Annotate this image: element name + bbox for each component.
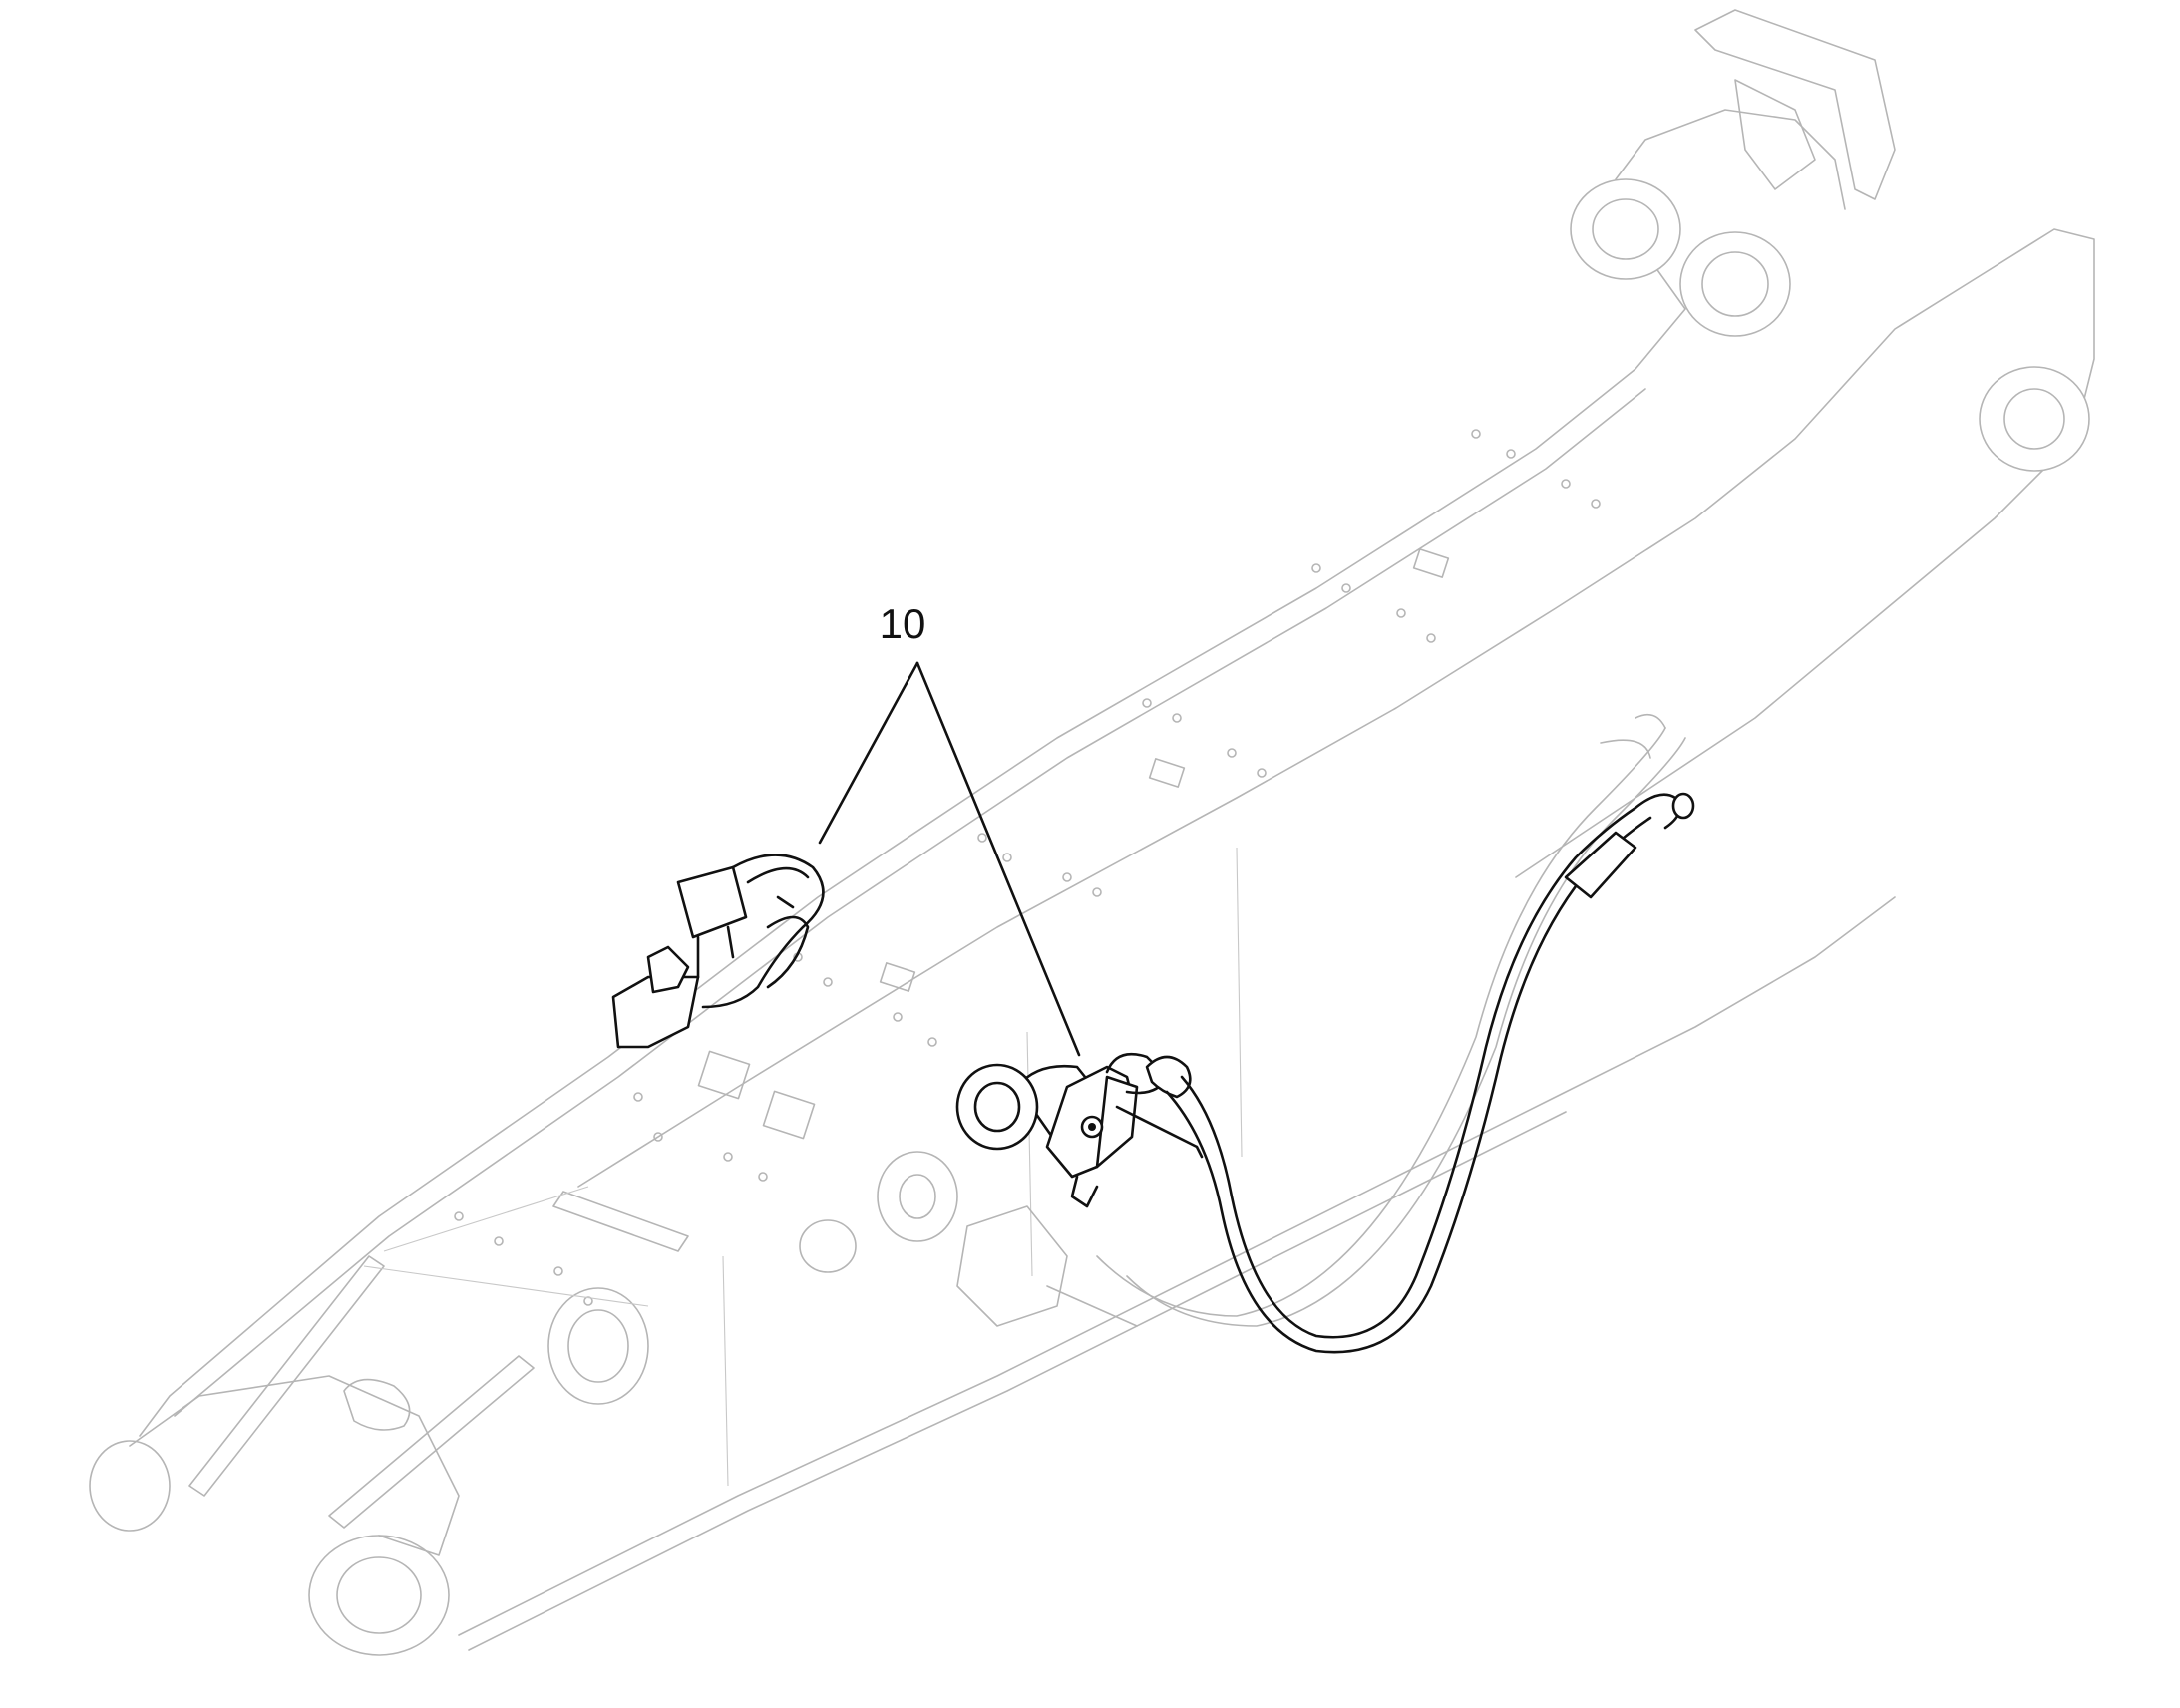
foot-pivot — [308, 1535, 450, 1656]
stiffener-lines — [363, 847, 1243, 1487]
foot-slot-left — [188, 1255, 385, 1497]
leader-line-left — [818, 661, 919, 845]
head-pivot-right — [1679, 231, 1791, 337]
highlighted-valve-left — [611, 854, 825, 1049]
ghost-valve-rod — [1046, 1285, 1138, 1327]
cover-plate-oval — [343, 1378, 411, 1431]
upper-fitting-2 — [1600, 739, 1651, 759]
callout-10: 10 — [818, 600, 1081, 1057]
head-pivot-left-bore — [1592, 198, 1659, 260]
boom-side-plate — [577, 228, 2095, 1188]
cover-plate-long — [552, 1191, 689, 1252]
ghost-hose-lower-2 — [1096, 727, 1666, 1317]
foot-pivot-left — [89, 1440, 171, 1532]
hub-disc-inner — [899, 1174, 936, 1219]
hub-disc — [877, 1151, 958, 1242]
boom-outline — [139, 109, 1846, 1437]
highlighted-valve-right — [955, 792, 1695, 1354]
ghost-valve — [956, 1205, 1068, 1327]
boom-top-edge-inner — [174, 388, 1646, 1417]
foot-pivot-bore — [336, 1556, 422, 1634]
hub-plug — [799, 1219, 857, 1273]
head-pivot-right-bore — [1701, 251, 1769, 317]
mount-pad-4 — [1148, 758, 1186, 788]
cylinder-bore-inner — [567, 1309, 629, 1383]
studs — [454, 429, 1601, 1306]
upper-fitting — [1635, 713, 1666, 729]
foot-housing — [129, 1375, 460, 1556]
head-pivot-left — [1570, 178, 1681, 280]
boom-bottom-edge — [458, 896, 1896, 1636]
side-pivot-boss — [1979, 366, 2090, 472]
foot-slot-right — [328, 1355, 535, 1529]
ghost-hose-lower — [1126, 737, 1686, 1327]
callout-label: 10 — [880, 600, 926, 647]
mount-pad-2 — [762, 1090, 816, 1140]
mount-pad-5 — [1412, 548, 1450, 578]
cylinder-bore — [547, 1287, 649, 1405]
side-pivot-boss-bore — [2003, 388, 2065, 450]
boom-bottom-edge-2 — [468, 1111, 1567, 1651]
mount-pad-3 — [879, 962, 916, 992]
mount-pad-1 — [697, 1050, 751, 1100]
leader-line-right — [915, 661, 1081, 1057]
head-bracket — [1694, 9, 1896, 200]
boom-structure — [89, 9, 2095, 1656]
head-bracket-web — [1734, 79, 1816, 190]
